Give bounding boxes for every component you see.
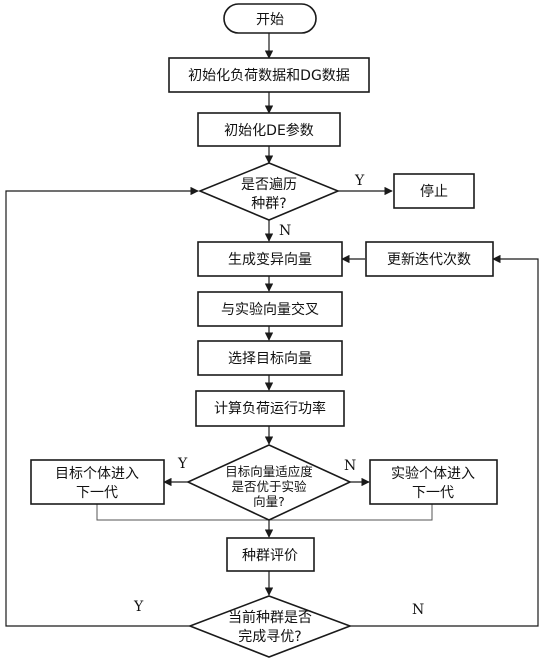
node-compare-label-2: 是否优于实验 bbox=[231, 479, 307, 494]
node-compare-label-1: 目标向量适应度 bbox=[225, 464, 313, 479]
nodes: 开始 初始化负荷数据和DG数据 初始化DE参数 是否遍历 种群? 停止 生成变异… bbox=[30, 3, 498, 658]
node-check-optimal bbox=[187, 595, 353, 658]
node-compare-fitness bbox=[186, 444, 352, 521]
edge-target-merge bbox=[96, 504, 269, 521]
node-mutate bbox=[197, 241, 343, 277]
label-optimal-no: N bbox=[412, 602, 424, 618]
node-select bbox=[197, 340, 343, 376]
node-compute-power-label: 计算负荷运行功率 bbox=[214, 400, 326, 417]
node-trial-next bbox=[369, 459, 498, 505]
label-optimal-yes: Y bbox=[133, 599, 144, 615]
node-init-load-label: 初始化负荷数据和DG数据 bbox=[188, 67, 350, 84]
node-init-de bbox=[197, 112, 341, 147]
node-optimal-label-2: 完成寻优? bbox=[238, 629, 301, 645]
node-start-label: 开始 bbox=[256, 12, 284, 28]
label-compare-no: N bbox=[344, 458, 356, 474]
node-stop bbox=[393, 173, 475, 209]
node-update-iter bbox=[365, 241, 494, 277]
node-init-de-label: 初始化DE参数 bbox=[224, 122, 314, 139]
label-check-no: N bbox=[279, 223, 291, 239]
edge-trial-merge bbox=[269, 504, 433, 521]
node-stop-label: 停止 bbox=[420, 183, 448, 200]
node-mutate-label: 生成变异向量 bbox=[228, 252, 312, 268]
node-select-label: 选择目标向量 bbox=[228, 351, 312, 367]
node-check-label-2: 种群? bbox=[251, 196, 286, 212]
node-optimal-label-1: 当前种群是否 bbox=[228, 609, 312, 626]
node-update-iter-label: 更新迭代次数 bbox=[387, 252, 471, 268]
edge-optimal-yes-to-check bbox=[5, 186, 199, 627]
node-target-next-label-1: 目标个体进入 bbox=[55, 466, 139, 482]
node-trial-next-label-1: 实验个体进入 bbox=[391, 466, 475, 482]
node-target-next bbox=[30, 459, 165, 505]
label-check-yes: Y bbox=[354, 173, 365, 189]
label-compare-yes: Y bbox=[177, 456, 188, 472]
node-init-load bbox=[168, 57, 370, 93]
node-crossover bbox=[197, 291, 343, 327]
node-check-label-1: 是否遍历 bbox=[241, 177, 297, 193]
node-compare-label-3: 向量? bbox=[253, 494, 285, 509]
node-target-next-label-2: 下一代 bbox=[76, 485, 118, 501]
node-start bbox=[223, 3, 317, 34]
node-check-population bbox=[197, 162, 341, 221]
node-trial-next-label-2: 下一代 bbox=[412, 485, 454, 501]
node-compute-power bbox=[195, 390, 345, 427]
node-evaluate bbox=[226, 537, 315, 572]
edge-optimal-no-to-update bbox=[350, 254, 539, 627]
node-evaluate-label: 种群评价 bbox=[242, 548, 298, 564]
edge-labels: Y N Y N Y N bbox=[133, 173, 424, 618]
node-crossover-label: 与实验向量交叉 bbox=[221, 301, 319, 318]
edges bbox=[5, 33, 539, 627]
